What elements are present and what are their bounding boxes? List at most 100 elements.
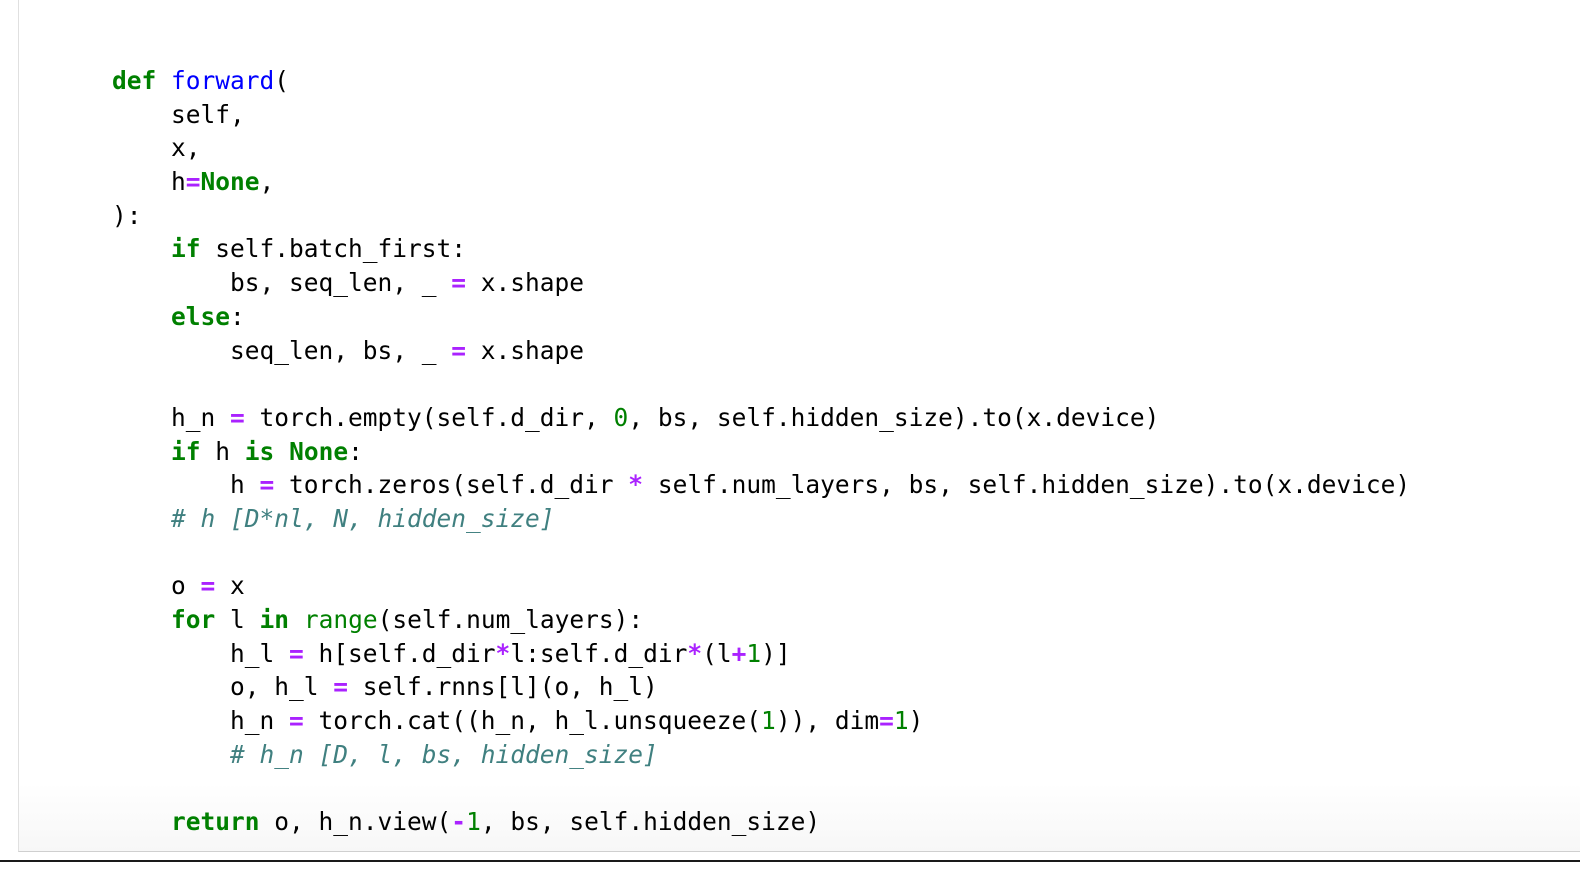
- code-token: +: [731, 638, 747, 668]
- code-token: )), dim: [775, 706, 880, 736]
- code-token: =: [289, 706, 304, 736]
- code-token: =: [185, 167, 201, 197]
- code-token: o, h_n.view(: [259, 807, 452, 837]
- code-token: self,: [112, 99, 245, 129]
- code-token: [156, 66, 171, 95]
- code-token: 1: [761, 706, 776, 736]
- code-token: def: [112, 66, 157, 95]
- code-token: =: [200, 571, 216, 601]
- code-token: if: [171, 436, 201, 466]
- code-token: x.shape: [466, 268, 585, 298]
- code-token: torch.zeros(self.d_dir: [274, 470, 629, 500]
- code-token: =: [333, 672, 349, 702]
- code-token: , bs, self.hidden_size).to(x.device): [628, 402, 1160, 432]
- code-token: =: [451, 268, 467, 298]
- code-token: =: [879, 706, 894, 736]
- code-token: self.num_layers, bs, self.hidden_size).t…: [643, 470, 1411, 500]
- code-token: h: [112, 470, 260, 500]
- code-token: 1: [466, 807, 481, 837]
- code-token: torch.cat((h_n, h_l.unsqueeze(: [303, 706, 762, 736]
- code-token: h: [200, 436, 245, 466]
- code-token: bs, seq_len, _: [112, 268, 452, 298]
- code-token: l:self.d_dir: [510, 638, 688, 668]
- code-line: h_n = torch.cat((h_n, h_l.unsqueeze(1)),…: [112, 704, 1410, 738]
- code-line: [112, 771, 1410, 805]
- code-line: # h_n [D, l, bs, hidden_size]: [112, 738, 1410, 772]
- code-editor[interactable]: def forward( self, x, h=None,): if self.…: [112, 64, 1410, 839]
- code-token: =: [451, 335, 467, 365]
- code-token: self.rnns[l](o, h_l): [348, 672, 658, 702]
- code-token: x.shape: [466, 335, 585, 365]
- code-token: # h [D*nl, N, hidden_size]: [171, 503, 555, 533]
- code-line: h=None,: [112, 165, 1410, 199]
- code-token: l: [215, 605, 260, 634]
- code-token: =: [230, 402, 245, 432]
- code-token: # h_n [D, l, bs, hidden_size]: [230, 739, 658, 769]
- code-line: o = x: [112, 569, 1410, 603]
- code-token: [112, 234, 171, 263]
- code-token: in: [259, 605, 290, 634]
- code-line: seq_len, bs, _ = x.shape: [112, 334, 1410, 368]
- code-line: if h is None:: [112, 435, 1410, 469]
- code-line: self,: [112, 98, 1410, 132]
- code-token: [112, 504, 171, 533]
- code-line: return o, h_n.view(-1, bs, self.hidden_s…: [112, 805, 1410, 839]
- code-token: None: [289, 436, 349, 466]
- code-token: *: [687, 638, 703, 668]
- code-token: torch.empty(self.d_dir,: [244, 402, 614, 432]
- code-token: (: [274, 66, 290, 95]
- code-token: else: [171, 301, 231, 331]
- code-line: [112, 536, 1410, 570]
- code-token: =: [289, 638, 304, 668]
- code-token: [112, 437, 171, 466]
- code-token: seq_len, bs, _: [112, 335, 452, 365]
- code-token: =: [259, 470, 275, 500]
- code-token: h[self.d_dir: [303, 638, 496, 668]
- code-line: h_n = torch.empty(self.d_dir, 0, bs, sel…: [112, 401, 1410, 435]
- code-token: [112, 740, 230, 769]
- code-token: -: [451, 807, 467, 837]
- code-token: for: [171, 605, 216, 634]
- code-token: h: [112, 167, 186, 197]
- code-token: o, h_l: [112, 672, 334, 702]
- code-token: [112, 605, 171, 634]
- code-token: :: [230, 301, 245, 331]
- code-line: def forward(: [112, 64, 1410, 98]
- code-token: range: [303, 605, 378, 634]
- code-token: [112, 302, 171, 331]
- code-token: h_n: [112, 402, 231, 432]
- code-cell[interactable]: def forward( self, x, h=None,): if self.…: [18, 0, 1580, 852]
- code-token: [274, 437, 289, 466]
- code-token: if: [171, 234, 201, 264]
- code-token: x,: [112, 133, 201, 163]
- code-token: is: [244, 436, 275, 466]
- code-line: bs, seq_len, _ = x.shape: [112, 266, 1410, 300]
- code-line: o, h_l = self.rnns[l](o, h_l): [112, 670, 1410, 704]
- code-token: self.batch_first:: [200, 234, 467, 264]
- code-token: h_n: [112, 706, 290, 736]
- code-line: if self.batch_first:: [112, 232, 1410, 266]
- code-line: h = torch.zeros(self.d_dir * self.num_la…: [112, 468, 1410, 502]
- code-line: for l in range(self.num_layers):: [112, 603, 1410, 637]
- code-token: ):: [112, 200, 142, 230]
- code-line: ):: [112, 199, 1410, 233]
- code-token: 1: [893, 706, 909, 736]
- code-token: *: [495, 638, 511, 668]
- code-token: return: [171, 807, 260, 837]
- code-token: ,: [259, 167, 275, 197]
- code-line: x,: [112, 131, 1410, 165]
- code-token: ): [908, 706, 924, 736]
- code-token: forward: [171, 66, 275, 95]
- code-token: x: [215, 571, 245, 601]
- code-token: h_l: [112, 638, 290, 668]
- code-token: (self.num_layers):: [377, 605, 644, 634]
- code-token: :: [348, 436, 363, 466]
- code-token: *: [628, 470, 644, 500]
- code-line: # h [D*nl, N, hidden_size]: [112, 502, 1410, 536]
- code-token: )]: [761, 638, 791, 668]
- code-token: o: [112, 571, 201, 601]
- code-token: None: [200, 167, 260, 197]
- code-line: [112, 367, 1410, 401]
- code-token: , bs, self.hidden_size): [480, 807, 821, 837]
